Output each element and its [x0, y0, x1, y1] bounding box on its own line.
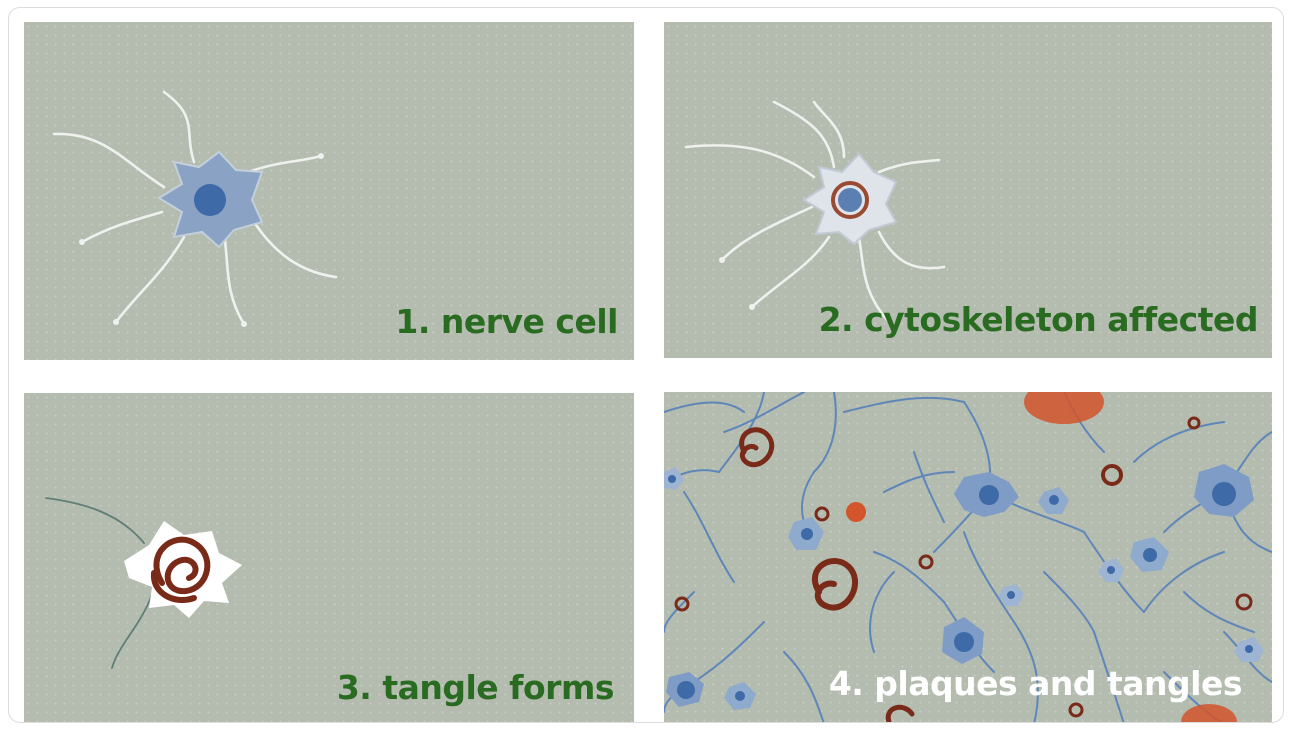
tangle-ring	[831, 181, 869, 219]
tangle-icon	[150, 536, 211, 603]
nerve-cell-illustration	[52, 90, 338, 327]
figure-card: 1. nerve cell 2. cytoskeleton affecte	[8, 7, 1284, 723]
panel-tangle-forms: 3. tangle forms	[24, 393, 634, 722]
tangles	[674, 416, 1253, 722]
dendrite-tips	[719, 257, 755, 310]
cell-body	[124, 521, 242, 618]
dendrites	[684, 100, 946, 324]
panel-cytoskeleton-affected: 2. cytoskeleton affected	[664, 22, 1272, 358]
panel-plaques-and-tangles: 4. plaques and tangles	[664, 392, 1272, 722]
tangle-illustration	[45, 497, 242, 669]
plaques	[846, 392, 1237, 722]
nucleus	[194, 184, 226, 216]
axon-fibers	[45, 497, 155, 669]
panel-label: 3. tangle forms	[336, 668, 615, 707]
dendrite-tips	[79, 153, 324, 327]
plaques-tangles-illustration	[664, 392, 1272, 722]
panel-label: 2. cytoskeleton affected	[818, 300, 1259, 339]
neuron-bodies	[664, 464, 1264, 710]
panel-nerve-cell: 1. nerve cell	[24, 22, 634, 360]
panel-label: 1. nerve cell	[395, 302, 618, 341]
nucleus	[838, 188, 862, 212]
panel-label: 4. plaques and tangles	[828, 664, 1243, 703]
affected-cell-illustration	[684, 100, 946, 324]
dendrites	[52, 90, 338, 326]
